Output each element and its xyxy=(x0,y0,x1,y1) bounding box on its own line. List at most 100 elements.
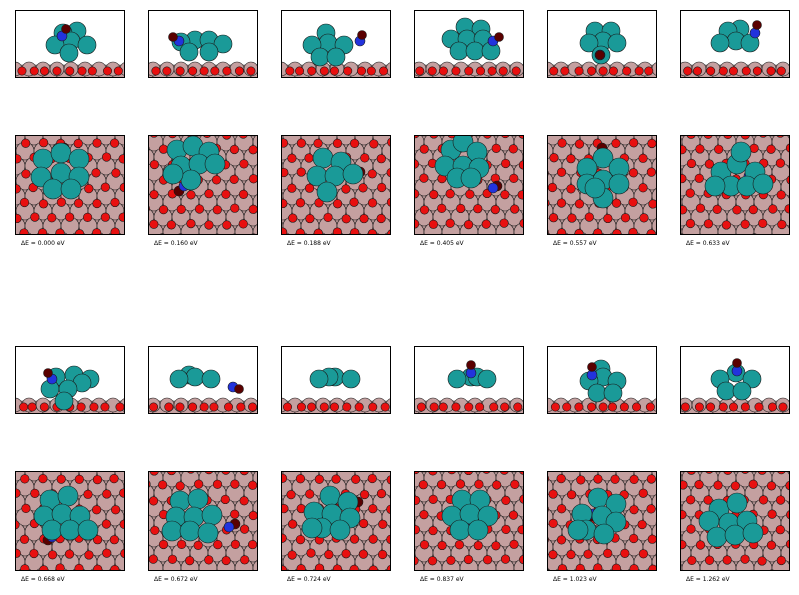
surface-oxygen-atom xyxy=(199,66,209,76)
surface-oxygen-atom xyxy=(204,555,214,565)
surface-oxygen-atom xyxy=(47,550,58,560)
cluster-metal-atom xyxy=(179,42,199,62)
surface-oxygen-atom xyxy=(758,218,768,228)
surface-oxygen-atom xyxy=(307,66,317,76)
surface-oxygen-atom xyxy=(463,220,474,230)
surface-oxygen-atom xyxy=(19,197,30,208)
cluster-metal-atom xyxy=(161,520,183,542)
surface-oxygen-atom xyxy=(149,472,159,476)
surface-oxygen-atom xyxy=(646,504,656,514)
surface-oxygen-atom xyxy=(349,534,360,544)
surface-oxygen-atom xyxy=(319,402,329,412)
surface-oxygen-atom xyxy=(307,402,317,412)
surface-oxygen-atom xyxy=(556,167,567,177)
surface-oxygen-atom xyxy=(752,66,762,76)
surface-oxygen-atom xyxy=(239,136,248,139)
surface-oxygen-atom xyxy=(359,518,369,529)
cluster-metal-atom xyxy=(77,519,99,541)
surface-oxygen-atom xyxy=(714,144,724,154)
nitrogen-atom xyxy=(487,182,499,194)
surface-oxygen-atom xyxy=(619,402,629,412)
surface-oxygen-atom xyxy=(305,489,315,499)
surface-oxygen-atom xyxy=(222,136,232,140)
surface-oxygen-atom xyxy=(598,66,608,76)
surface-metal-atom xyxy=(114,136,124,146)
surface-oxygen-atom xyxy=(509,173,519,183)
cluster-metal-atom xyxy=(42,178,64,200)
top-view-panel xyxy=(15,471,125,571)
cluster-metal-atom xyxy=(199,42,219,62)
surface-oxygen-atom xyxy=(212,205,222,215)
surface-oxygen-atom xyxy=(185,556,195,566)
surface-oxygen-atom xyxy=(608,66,618,76)
surface-oxygen-atom xyxy=(295,474,306,484)
surface-oxygen-atom xyxy=(438,402,448,412)
surface-oxygen-atom xyxy=(638,549,648,559)
cluster-metal-atom xyxy=(179,520,201,542)
side-view-panel xyxy=(414,346,524,414)
cluster-metal-atom xyxy=(449,41,469,61)
surface-oxygen-atom xyxy=(240,555,250,565)
surface-oxygen-atom xyxy=(438,66,448,76)
surface-oxygen-atom xyxy=(713,480,723,490)
surface-oxygen-atom xyxy=(415,219,420,229)
side-view-panel xyxy=(547,10,657,78)
surface-oxygen-atom xyxy=(296,138,306,148)
energy-label: ΔE = 0.000 eV xyxy=(21,240,65,247)
surface-oxygen-atom xyxy=(288,213,298,223)
surface-oxygen-atom xyxy=(629,138,639,148)
surface-oxygen-atom xyxy=(234,66,244,76)
surface-oxygen-atom xyxy=(39,138,49,148)
surface-oxygen-atom xyxy=(285,66,295,76)
top-view-panel xyxy=(281,135,391,235)
surface-oxygen-atom xyxy=(369,139,379,149)
surface-oxygen-atom xyxy=(230,479,240,489)
surface-oxygen-atom xyxy=(768,204,778,214)
surface-oxygen-atom xyxy=(101,152,112,162)
surface-oxygen-atom xyxy=(757,472,767,475)
surface-oxygen-atom xyxy=(229,144,240,155)
energy-label: ΔE = 1.262 eV xyxy=(686,576,730,583)
surface-oxygen-atom xyxy=(454,540,465,550)
surface-oxygen-atom xyxy=(428,472,438,476)
side-view-panel xyxy=(281,10,391,78)
surface-oxygen-atom xyxy=(693,66,703,76)
surface-oxygen-atom xyxy=(464,402,474,412)
surface-oxygen-atom xyxy=(102,489,112,499)
surface-oxygen-atom xyxy=(611,138,621,148)
surface-oxygen-atom xyxy=(238,189,249,199)
cluster-metal-atom xyxy=(341,369,361,389)
surface-oxygen-atom xyxy=(628,197,638,207)
cluster-metal-atom xyxy=(201,504,223,526)
surface-oxygen-atom xyxy=(109,474,119,484)
surface-oxygen-atom xyxy=(194,479,204,489)
surface-oxygen-atom xyxy=(357,66,367,76)
surface-oxygen-atom xyxy=(483,555,493,565)
surface-oxygen-atom xyxy=(686,524,696,534)
surface-oxygen-atom xyxy=(387,138,390,147)
surface-oxygen-atom xyxy=(646,474,656,484)
adsorbate-oxygen-atom xyxy=(357,30,367,40)
surface-oxygen-atom xyxy=(100,182,110,192)
side-view-panel xyxy=(15,10,125,78)
surface-oxygen-atom xyxy=(176,204,186,214)
surface-oxygen-atom xyxy=(646,167,656,177)
surface-oxygen-atom xyxy=(548,537,549,543)
surface-oxygen-atom xyxy=(722,555,732,565)
surface-oxygen-atom xyxy=(766,481,777,491)
surface-oxygen-atom xyxy=(16,213,22,224)
surface-oxygen-atom xyxy=(566,184,576,194)
surface-oxygen-atom xyxy=(610,474,620,484)
surface-oxygen-atom xyxy=(27,402,37,412)
top-view-panel xyxy=(547,471,657,571)
surface-oxygen-atom xyxy=(110,564,120,570)
surface-oxygen-atom xyxy=(686,158,697,169)
cluster-metal-atom xyxy=(465,41,485,61)
surface-oxygen-atom xyxy=(74,229,85,234)
surface-oxygen-atom xyxy=(113,66,123,76)
surface-oxygen-atom xyxy=(350,228,360,234)
surface-oxygen-atom xyxy=(415,136,419,139)
energy-label: ΔE = 0.724 eV xyxy=(287,576,331,583)
surface-oxygen-atom xyxy=(101,519,112,529)
cluster-metal-atom xyxy=(162,163,184,185)
